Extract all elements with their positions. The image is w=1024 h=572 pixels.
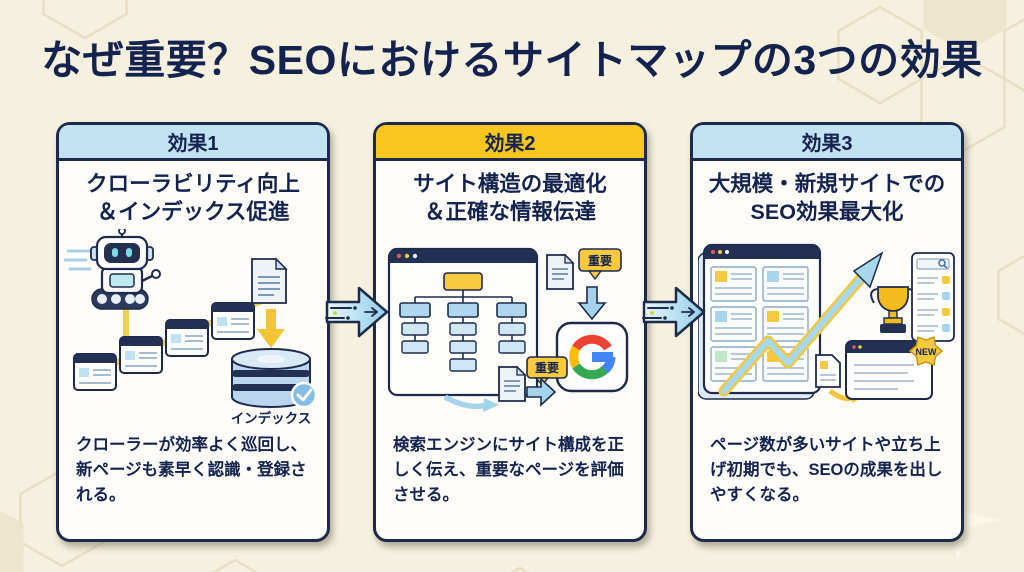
search-results-icon [911,251,955,342]
card-1-illustration: インデックス [59,228,327,427]
right-arrow-icon [526,376,557,407]
card-3-title-line1: 大規模・新規サイトでの [708,172,946,196]
important-tag-bottom-label: 重要 [535,360,559,375]
card-2-illustration: 重要 [376,229,644,427]
large-site-window-icon [698,243,822,400]
card-2-description: 検索エンジンにサイト構成を正しく伝え、重要なページを評価させる。 [393,435,624,504]
sitemap-tree-window-icon [387,247,539,396]
important-tag-top-icon: 重要 [578,247,622,280]
trophy-icon [870,285,916,333]
flow-arrow-1-icon [325,286,389,338]
new-badge-label: NEW [916,347,938,357]
card-2-title-line1: サイト構造の最適化 [413,172,607,196]
index-arrow-icon [257,308,285,348]
important-tag-bottom-icon: 重要 [526,355,568,386]
card-1-badge: 効果1 [59,125,327,161]
card-1-title-line2: ＆インデックス促進 [96,200,290,225]
robot-crawler-icon [64,228,161,310]
card-2-badge: 効果2 [376,125,644,161]
top-flow-icon: 重要 [546,247,622,321]
card-3-description: ページ数が多いサイトや立ち上げ初期でも、SEOの成果を出しやすくなる。 [710,435,943,504]
card-effect-3: 効果3 大規模・新規サイトでの SEO効果最大化 [690,122,964,542]
card-2-title-line2: ＆正確な情報伝達 [423,200,596,225]
seo-growth-scene-icon: NEW [698,243,955,403]
down-arrow-icon [577,285,607,321]
card-1-title-line1: クローラビリティ向上 [86,172,300,196]
checkmark-icon [290,381,318,408]
card-3-title: 大規模・新規サイトでの SEO効果最大化 [693,170,961,227]
card-1-title: クローラビリティ向上 ＆インデックス促進 [59,170,327,227]
webpage-windows-icon [73,301,255,391]
card-2-title: サイト構造の最適化 ＆正確な情報伝達 [376,170,644,227]
new-badge: NEW [908,335,944,366]
important-tag-top-label: 重要 [588,253,612,268]
new-site-window-icon: NEW [845,335,944,400]
index-database-icon [231,347,318,408]
flow-arrow-2-icon [642,286,706,338]
card-effect-2: 効果2 サイト構造の最適化 ＆正確な情報伝達 [373,122,647,542]
bottom-flow-icon: 重要 [443,355,568,412]
page-title: なぜ重要？SEOにおけるサイトマップの3つの効果 [41,37,983,83]
card-3-illustration: NEW [693,229,961,427]
new-page-doc-icon [815,353,868,403]
site-structure-scene-icon: 重要 [387,247,629,412]
growth-arrow-icon [718,250,884,397]
google-logo-icon [555,321,629,392]
sitemap-document-icon [251,257,288,304]
crawler-scene-icon: インデックス [64,228,318,426]
magnifier-icon [938,259,946,267]
card-3-badge: 効果3 [693,125,961,161]
card-1-description: クローラーが効率よく巡回し、新ページも素早く認識・登録される。 [76,435,307,504]
card-3-title-line2: SEO効果最大化 [750,200,904,225]
index-label: インデックス [231,410,312,426]
card-effect-1: 効果1 クローラビリティ向上 ＆インデックス促進 [56,122,330,542]
